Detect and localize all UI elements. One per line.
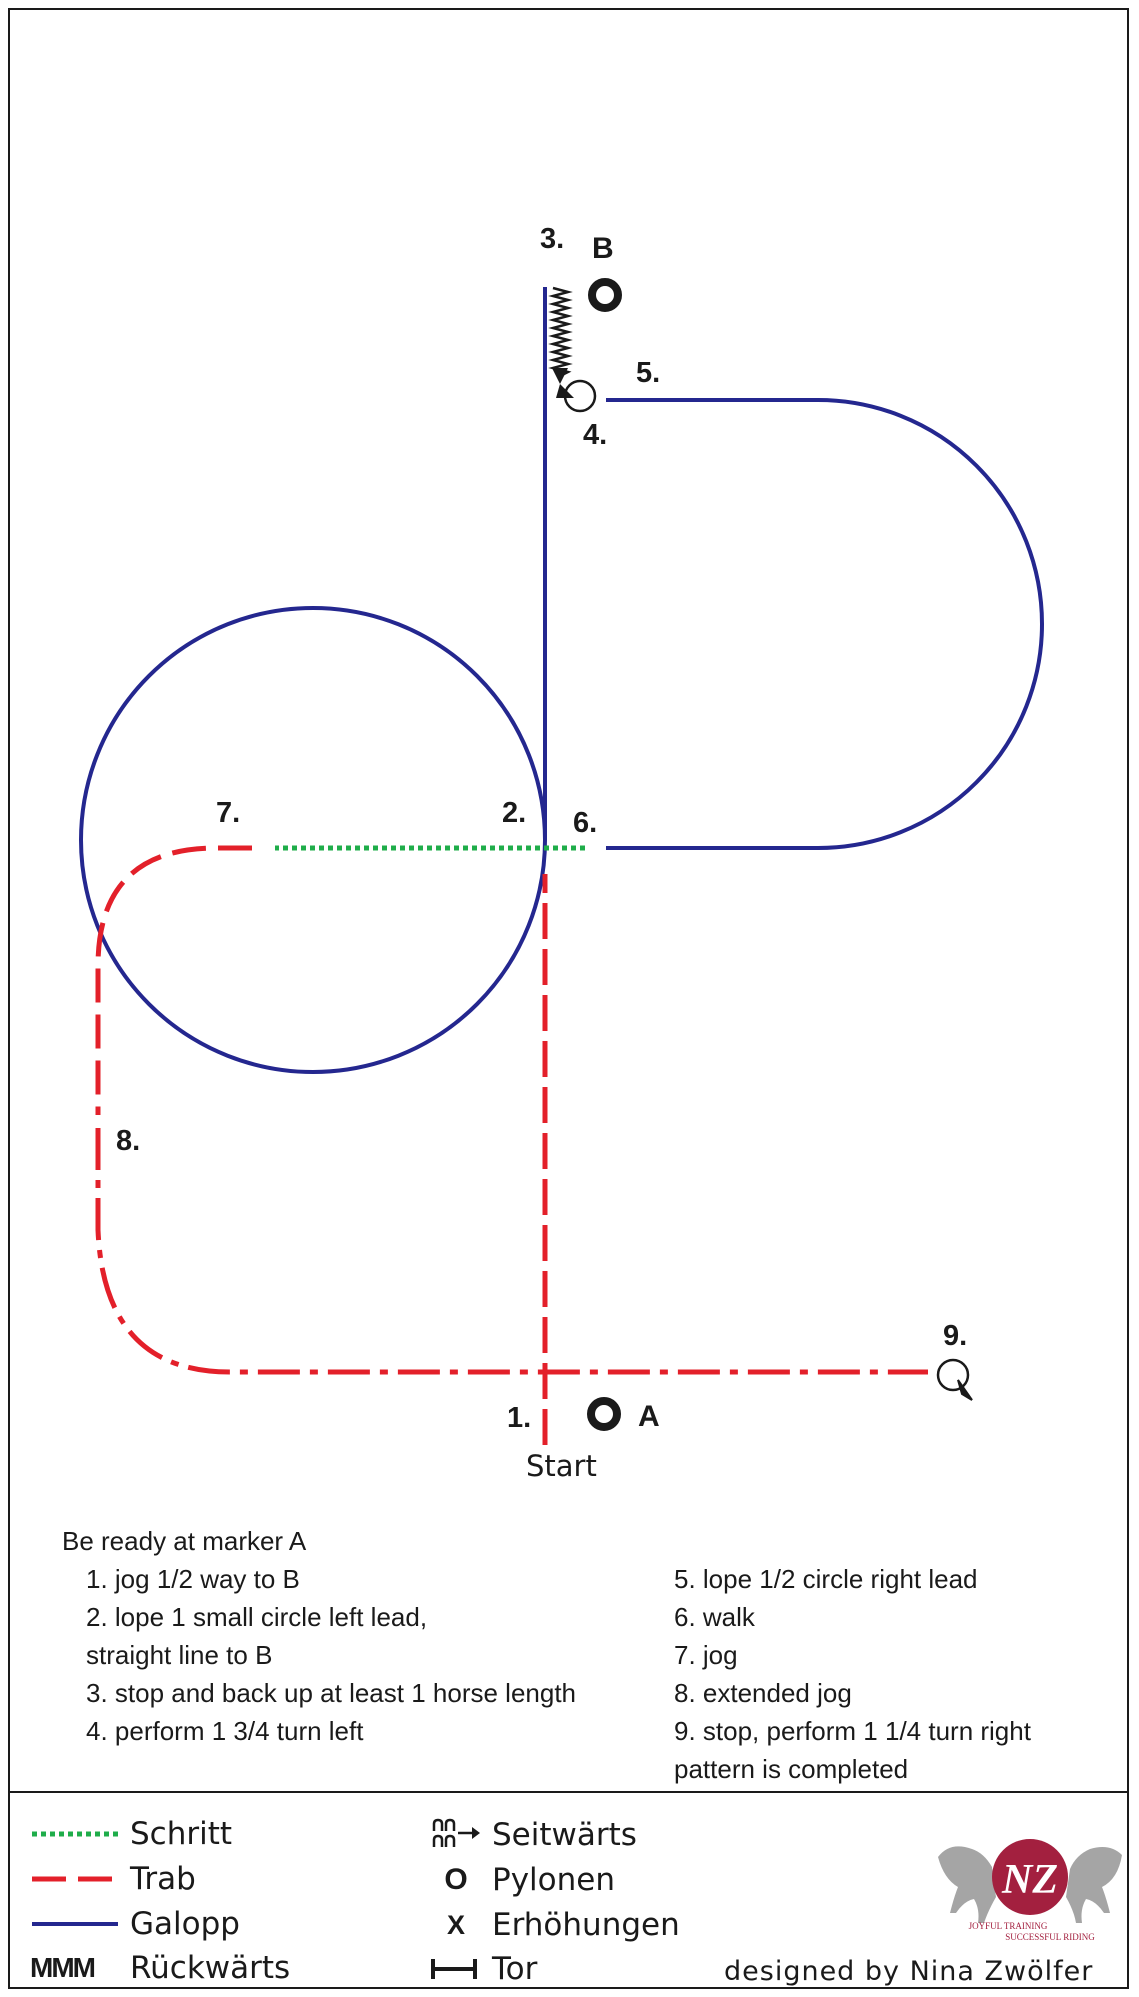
instructions-right-column: 5. lope 1/2 circle right lead 6. walk 7.… <box>674 1560 1114 1788</box>
legend-gate-label: Tor <box>492 1951 538 1987</box>
lope-paths <box>79 287 1044 1074</box>
walk-line-icon <box>32 1831 118 1837</box>
step-label-7: 7. <box>216 797 240 829</box>
lope-line-icon <box>32 1922 118 1926</box>
legend-trot-label: Trab <box>130 1861 196 1897</box>
trot-line-icon <box>32 1876 118 1882</box>
designer-credit: designed by Nina Zwölfer <box>724 1956 1094 1987</box>
marker-label-b: B <box>592 232 614 265</box>
half-circle-right-lead <box>606 398 1044 850</box>
turn-left-icon <box>556 379 597 413</box>
instruction-step-6: 6. walk <box>674 1602 755 1632</box>
gate-icon <box>431 1959 477 1979</box>
instruction-step-3: 3. stop and back up at least 1 horse len… <box>86 1678 577 1708</box>
legend-elevations-label: Erhöhungen <box>492 1907 680 1943</box>
logo-badge <box>992 1839 1068 1915</box>
logo-tagline-1: JOYFUL TRAINING <box>969 1921 1048 1931</box>
legend-cones: O Pylonen <box>430 1860 615 1900</box>
small-circle-left-lead <box>79 606 547 1074</box>
step-label-8: 8. <box>116 1125 140 1157</box>
step-label-3: 3. <box>540 223 564 255</box>
backup-symbol-icon: MMM <box>30 1952 96 1983</box>
legend-backup-label: Rückwärts <box>130 1950 291 1986</box>
instruction-step-8: 8. extended jog <box>674 1678 852 1708</box>
legend-walk-label: Schritt <box>130 1816 233 1852</box>
cone-marker-b-icon <box>588 278 622 312</box>
logo-monogram: NZ <box>1001 1857 1058 1903</box>
instruction-completed: pattern is completed <box>674 1754 909 1784</box>
jog-from-walk <box>95 845 252 1115</box>
legend-walk: Schritt <box>30 1814 232 1854</box>
instruction-step-2: 2. lope 1 small circle left lead, <box>86 1602 428 1632</box>
legend-gate: Tor <box>430 1949 537 1989</box>
instruction-step-9: 9. stop, perform 1 1/4 turn right <box>674 1716 1031 1746</box>
nz-logo: NZ JOYFUL TRAINING SUCCESSFUL RIDING <box>938 1839 1122 1942</box>
legend-sidepass-label: Seitwärts <box>492 1817 637 1853</box>
step-label-4: 4. <box>583 419 607 451</box>
legend-lope: Galopp <box>30 1904 240 1944</box>
backup-arrowhead <box>552 368 568 384</box>
instruction-step-2-continued: straight line to B <box>86 1640 273 1670</box>
step-label-2: 2. <box>502 797 526 829</box>
instruction-step-5: 5. lope 1/2 circle right lead <box>674 1564 978 1594</box>
legend-trot: Trab <box>30 1859 196 1899</box>
step-label-6: 6. <box>573 807 597 839</box>
trot-paths <box>95 845 928 1445</box>
logo-tagline-2: SUCCESSFUL RIDING <box>1005 1932 1095 1942</box>
legend-divider <box>8 1791 1129 1793</box>
legend-elevations: X Erhöhungen <box>430 1905 680 1945</box>
instructions-intro: Be ready at marker A <box>62 1526 307 1556</box>
pattern-instructions: Be ready at marker A 1. jog 1/2 way to B… <box>62 1522 1122 1784</box>
instruction-step-4: 4. perform 1 3/4 turn left <box>86 1716 364 1746</box>
backup-zigzag <box>548 286 573 378</box>
legend-backup: MMM Rückwärts <box>30 1948 290 1988</box>
sidepass-icon <box>432 1818 480 1847</box>
extended-jog <box>95 1128 928 1375</box>
cone-symbol-icon: O <box>444 1863 468 1896</box>
horse-silhouette-icon <box>938 1846 1122 1923</box>
legend-sidepass: Seitwärts <box>430 1815 637 1855</box>
legend-lope-label: Galopp <box>130 1906 240 1942</box>
turn-right-icon <box>936 1358 973 1401</box>
elevation-symbol-icon: X <box>446 1910 465 1940</box>
legend-cones-label: Pylonen <box>492 1862 615 1898</box>
step-label-1: 1. <box>507 1402 531 1434</box>
instructions-left-column: 1. jog 1/2 way to B 2. lope 1 small circ… <box>86 1560 666 1750</box>
start-label: Start <box>526 1449 597 1483</box>
instruction-step-1: 1. jog 1/2 way to B <box>86 1564 300 1594</box>
cone-marker-a-icon <box>587 1397 621 1431</box>
marker-label-a: A <box>638 1400 660 1433</box>
instruction-step-7: 7. jog <box>674 1640 738 1670</box>
step-label-9: 9. <box>943 1320 967 1352</box>
pattern-frame <box>8 8 1129 1989</box>
step-label-5: 5. <box>636 357 660 389</box>
